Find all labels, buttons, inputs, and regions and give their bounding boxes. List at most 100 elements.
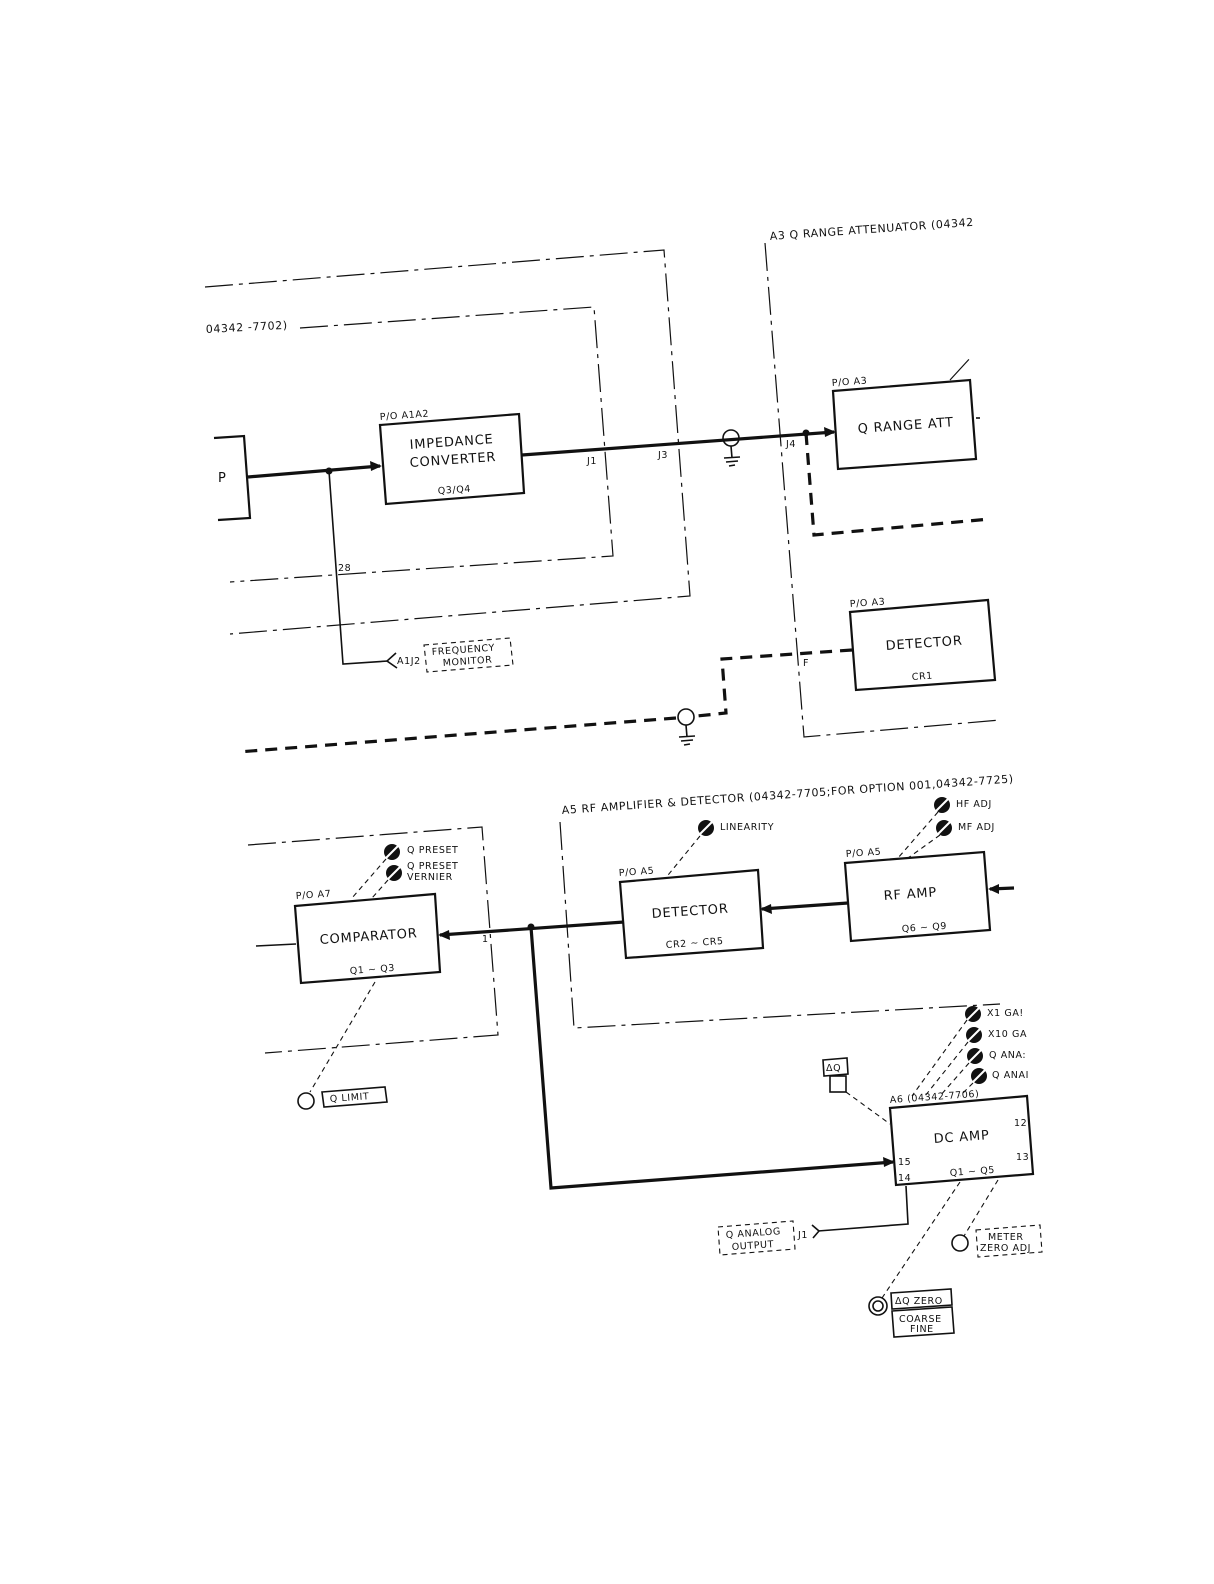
- x1-gain-label: X1 GA!: [987, 1008, 1024, 1019]
- delta-q-switch[interactable]: [829, 1075, 847, 1093]
- dc-amp-parts: Q1 ~ Q5: [949, 1165, 995, 1179]
- dc-amp-pin-15: 15: [898, 1157, 911, 1168]
- detector-dashed-line-left: [237, 716, 677, 754]
- hf-adj-control[interactable]: HF ADJ: [934, 797, 992, 813]
- left-input-box: [213, 434, 252, 522]
- dc-amp-block: A6 (04342-7706) DC AMP Q1 ~ Q5 12 13 15 …: [888, 1089, 1035, 1187]
- dq-zero-coarse: COARSE: [899, 1314, 942, 1325]
- q-range-att-block: P/O A3 Q RANGE ATT: [831, 376, 978, 471]
- pin-a1j2: A1J2: [397, 656, 421, 667]
- pin-j4: J4: [785, 439, 796, 450]
- pin-j3: J3: [657, 450, 668, 461]
- pin-28: 28: [338, 563, 351, 574]
- q-limit-leader: [309, 981, 376, 1093]
- impedance-title-2: CONVERTER: [409, 450, 496, 471]
- signal-line-to-j4: [521, 430, 835, 457]
- j1-connector: [811, 1224, 821, 1239]
- comparator-title: COMPARATOR: [319, 926, 418, 948]
- q-preset-vernier-control[interactable]: Q PRESET VERNIER: [386, 861, 458, 883]
- pin-j1: J1: [586, 456, 597, 467]
- mf-adj-label: MF ADJ: [958, 822, 995, 833]
- dq-zero-sub-box: [891, 1306, 955, 1338]
- dc-amp-pin-14: 14: [898, 1173, 911, 1184]
- arrow-to-impedance: [370, 461, 382, 471]
- comparator-parts: Q1 ~ Q3: [349, 963, 395, 977]
- delta-q-label: ΔQ: [826, 1063, 841, 1074]
- a1j2-connector: [385, 652, 398, 669]
- freq-monitor-line1: FREQUENCY: [431, 643, 495, 658]
- comparator-pin-1: 1: [482, 934, 489, 945]
- impedance-title-1: IMPEDANCE: [409, 432, 494, 453]
- pin-f: F: [803, 658, 809, 669]
- detector-top-block: P/O A3 DETECTOR CR1: [848, 597, 997, 692]
- a5-border: [559, 821, 1001, 1029]
- q-analog-output-line2: OUTPUT: [731, 1239, 774, 1253]
- arrow-to-dc-amp: [883, 1157, 895, 1167]
- impedance-parts: Q3/Q4: [437, 484, 471, 497]
- arrow-to-rf-amp: [988, 884, 999, 894]
- comparator-input-stub: [255, 943, 297, 947]
- detector-top-ref: P/O A3: [849, 597, 885, 610]
- q-preset-vernier-label-1: Q PRESET: [407, 861, 458, 872]
- x10-gain-label: X10 GA: [988, 1029, 1027, 1040]
- rf-amp-title: RF AMP: [883, 885, 937, 904]
- impedance-ref: P/O A1A2: [379, 409, 429, 423]
- gain-adj-controls[interactable]: X1 GA! X10 GA Q ANA: Q ANAI: [965, 1006, 1029, 1084]
- meter-zero-line2: ZERO ADJ: [980, 1243, 1031, 1254]
- hf-mf-adj-leader: [897, 811, 941, 859]
- comparator-block: P/O A7 COMPARATOR Q1 ~ Q3: [293, 889, 442, 985]
- freq-monitor-line2: MONITOR: [442, 655, 492, 669]
- q-limit-knob[interactable]: [297, 1092, 315, 1110]
- comparator-ref: P/O A7: [295, 889, 331, 902]
- monitor-tap-line: [328, 470, 389, 665]
- dq-zero-leader: [881, 1181, 961, 1299]
- a3-border: [764, 242, 1001, 738]
- q-preset-label: Q PRESET: [407, 845, 458, 856]
- coax-ground-symbol-top: [722, 429, 741, 467]
- q-analog-output-line: [817, 1185, 909, 1232]
- dq-zero-knob-inner: [872, 1300, 884, 1312]
- mf-adj-control[interactable]: MF ADJ: [936, 820, 995, 836]
- q-analog-output-box: [717, 1220, 796, 1256]
- detector-bottom-parts: CR2 ~ CR5: [665, 936, 724, 951]
- detector-bottom-block: P/O A5 DETECTOR CR2 ~ CR5: [618, 866, 765, 960]
- freq-monitor-box: [423, 637, 514, 673]
- coax-ground-symbol-bottom: [677, 708, 696, 746]
- detector-dashed-line: [696, 648, 853, 718]
- dc-amp-pin-13: 13: [1016, 1152, 1029, 1163]
- dq-zero-fine: FINE: [910, 1324, 934, 1335]
- hf-adj-label: HF ADJ: [956, 799, 992, 810]
- detector-bottom-ref: P/O A5: [618, 866, 654, 879]
- q-analog-output-line1: Q ANALOG: [725, 1226, 781, 1241]
- dc-amp-pin-12: 12: [1014, 1118, 1027, 1129]
- linearity-label: LINEARITY: [720, 822, 774, 833]
- rf-to-detector-line: [761, 901, 849, 911]
- detector-top-title: DETECTOR: [885, 634, 963, 654]
- arrow-to-detector: [760, 904, 772, 914]
- delta-q-leader: [845, 1091, 891, 1125]
- detector-top-parts: CR1: [911, 671, 933, 683]
- linearity-control[interactable]: LINEARITY: [698, 820, 774, 836]
- a3-section-title: A3 Q RANGE ATTENUATOR (04342: [769, 216, 974, 243]
- qrange-ref: P/O A3: [831, 376, 867, 389]
- meter-zero-leader: [963, 1179, 999, 1237]
- arrow-to-qrange: [824, 427, 836, 437]
- signal-line-main: [247, 464, 381, 479]
- rf-amp-parts: Q6 ~ Q9: [901, 921, 947, 935]
- delta-q-box: [822, 1057, 849, 1077]
- q-preset-leader: [351, 858, 389, 899]
- dq-zero-knob-outer[interactable]: [868, 1296, 888, 1316]
- qrange-dashed-line: [804, 432, 991, 537]
- meter-zero-knob[interactable]: [951, 1234, 969, 1252]
- detector-to-dc-amp-line: [529, 926, 894, 1190]
- q-analog-2-label: Q ANAI: [992, 1070, 1029, 1081]
- q-limit-box: [321, 1086, 388, 1108]
- q-preset-control[interactable]: Q PRESET: [384, 844, 458, 860]
- gain-adj-leaders: [911, 1019, 974, 1097]
- outer-border-top: [204, 249, 691, 635]
- arrow-to-comparator: [438, 930, 450, 940]
- impedance-converter-block: P/O A1A2 IMPEDANCE CONVERTER Q3/Q4: [378, 409, 526, 506]
- q-preset-vernier-label-2: VERNIER: [407, 872, 453, 883]
- q-limit-label: Q LIMIT: [329, 1091, 369, 1105]
